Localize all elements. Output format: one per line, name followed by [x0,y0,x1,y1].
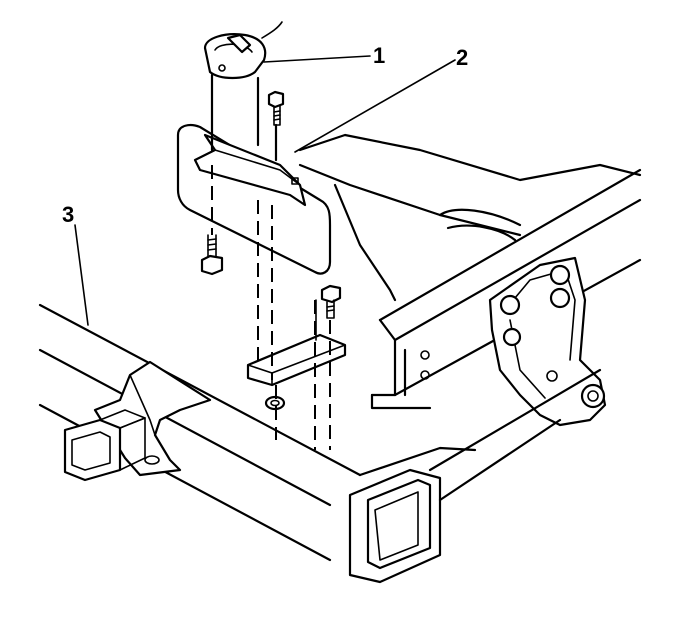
mounting-bolts [200,90,342,319]
bolt-top [267,90,285,126]
assembly-guide-lines [210,73,331,450]
callout-1: 1 [373,43,385,68]
callout-2: 2 [456,45,468,70]
electrical-connector [203,21,283,80]
receiver-hitch [63,360,212,482]
connector-mounting-plate [176,124,332,275]
callout-3: 3 [62,202,74,227]
vehicle-frame-rail [298,133,642,410]
side-mount-bracket [488,256,607,427]
bolt-right [320,284,342,319]
callout-labels: 1 2 3 [62,43,468,227]
hitch-receiver-crossmember [38,303,602,584]
bolt-left [200,234,224,276]
callout-leaders [74,55,456,326]
